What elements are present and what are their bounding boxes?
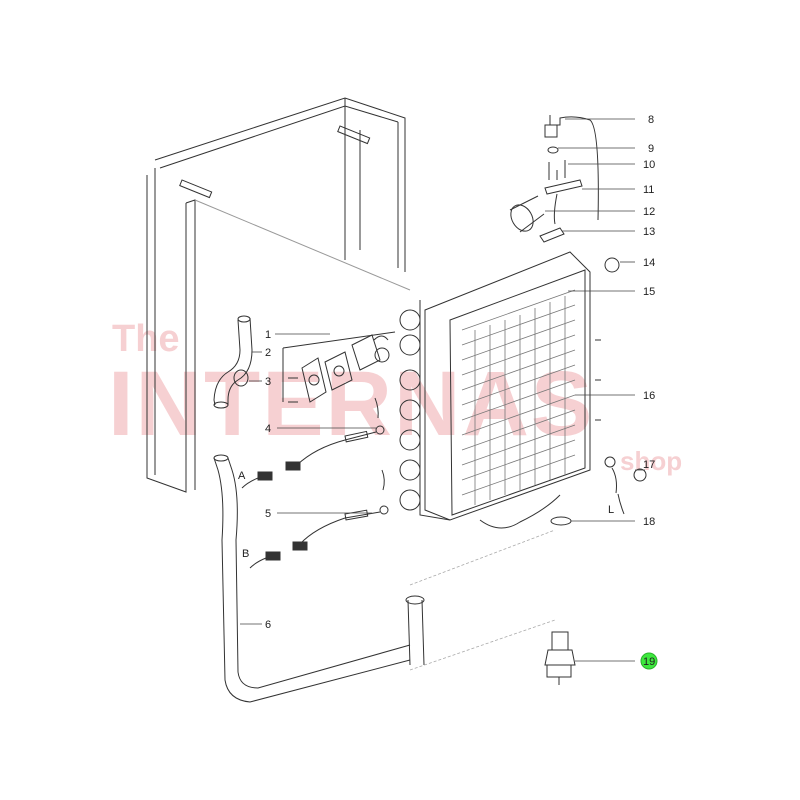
- callout-1: 1: [265, 329, 271, 341]
- watermark-shop: shop: [620, 446, 683, 476]
- watermark-the: The: [112, 318, 180, 360]
- nut-14: [604, 257, 620, 273]
- ground-electrode: [604, 456, 647, 515]
- callout-11: 11: [643, 184, 654, 196]
- callout-10: 10: [643, 159, 655, 171]
- sensor-5: [249, 469, 389, 569]
- letter-b: B: [242, 548, 249, 560]
- callout-19: 19: [643, 656, 655, 668]
- callout-19-highlight[interactable]: 19: [640, 652, 658, 670]
- projection-lines: [409, 529, 556, 671]
- callout-4: 4: [265, 423, 271, 435]
- long-pipe: [213, 454, 425, 703]
- letter-l: L: [608, 504, 614, 516]
- callout-2: 2: [265, 347, 271, 359]
- bend-pipe: [213, 315, 253, 409]
- callout-labels: 1 2 3 4 5 6 8 9 10 11 12 13 14 15 16 17 …: [238, 114, 658, 670]
- callout-12: 12: [643, 206, 655, 218]
- watermark-brand: INTERNAS: [108, 353, 595, 455]
- flange-bracket-group: [282, 331, 396, 403]
- callout-13: 13: [643, 226, 655, 238]
- heat-exchanger: [399, 251, 601, 529]
- callout-17: 17: [643, 459, 655, 471]
- callout-9: 9: [648, 143, 654, 155]
- callout-5: 5: [265, 508, 271, 520]
- callout-6: 6: [265, 619, 271, 631]
- casing-frame: [146, 97, 411, 493]
- drain-fitting: [544, 631, 576, 685]
- callout-14: 14: [643, 257, 655, 269]
- leader-lines: [240, 118, 645, 662]
- callout-16: 16: [643, 390, 655, 402]
- gasket-18: [550, 516, 572, 526]
- o-ring: [233, 369, 249, 387]
- callout-18: 18: [643, 516, 655, 528]
- sensor-4: [241, 397, 385, 489]
- letter-a: A: [238, 470, 246, 482]
- callout-15: 15: [643, 286, 655, 298]
- callout-8: 8: [648, 114, 654, 126]
- spark-plug-assembly: [509, 115, 599, 243]
- callout-3: 3: [265, 376, 271, 388]
